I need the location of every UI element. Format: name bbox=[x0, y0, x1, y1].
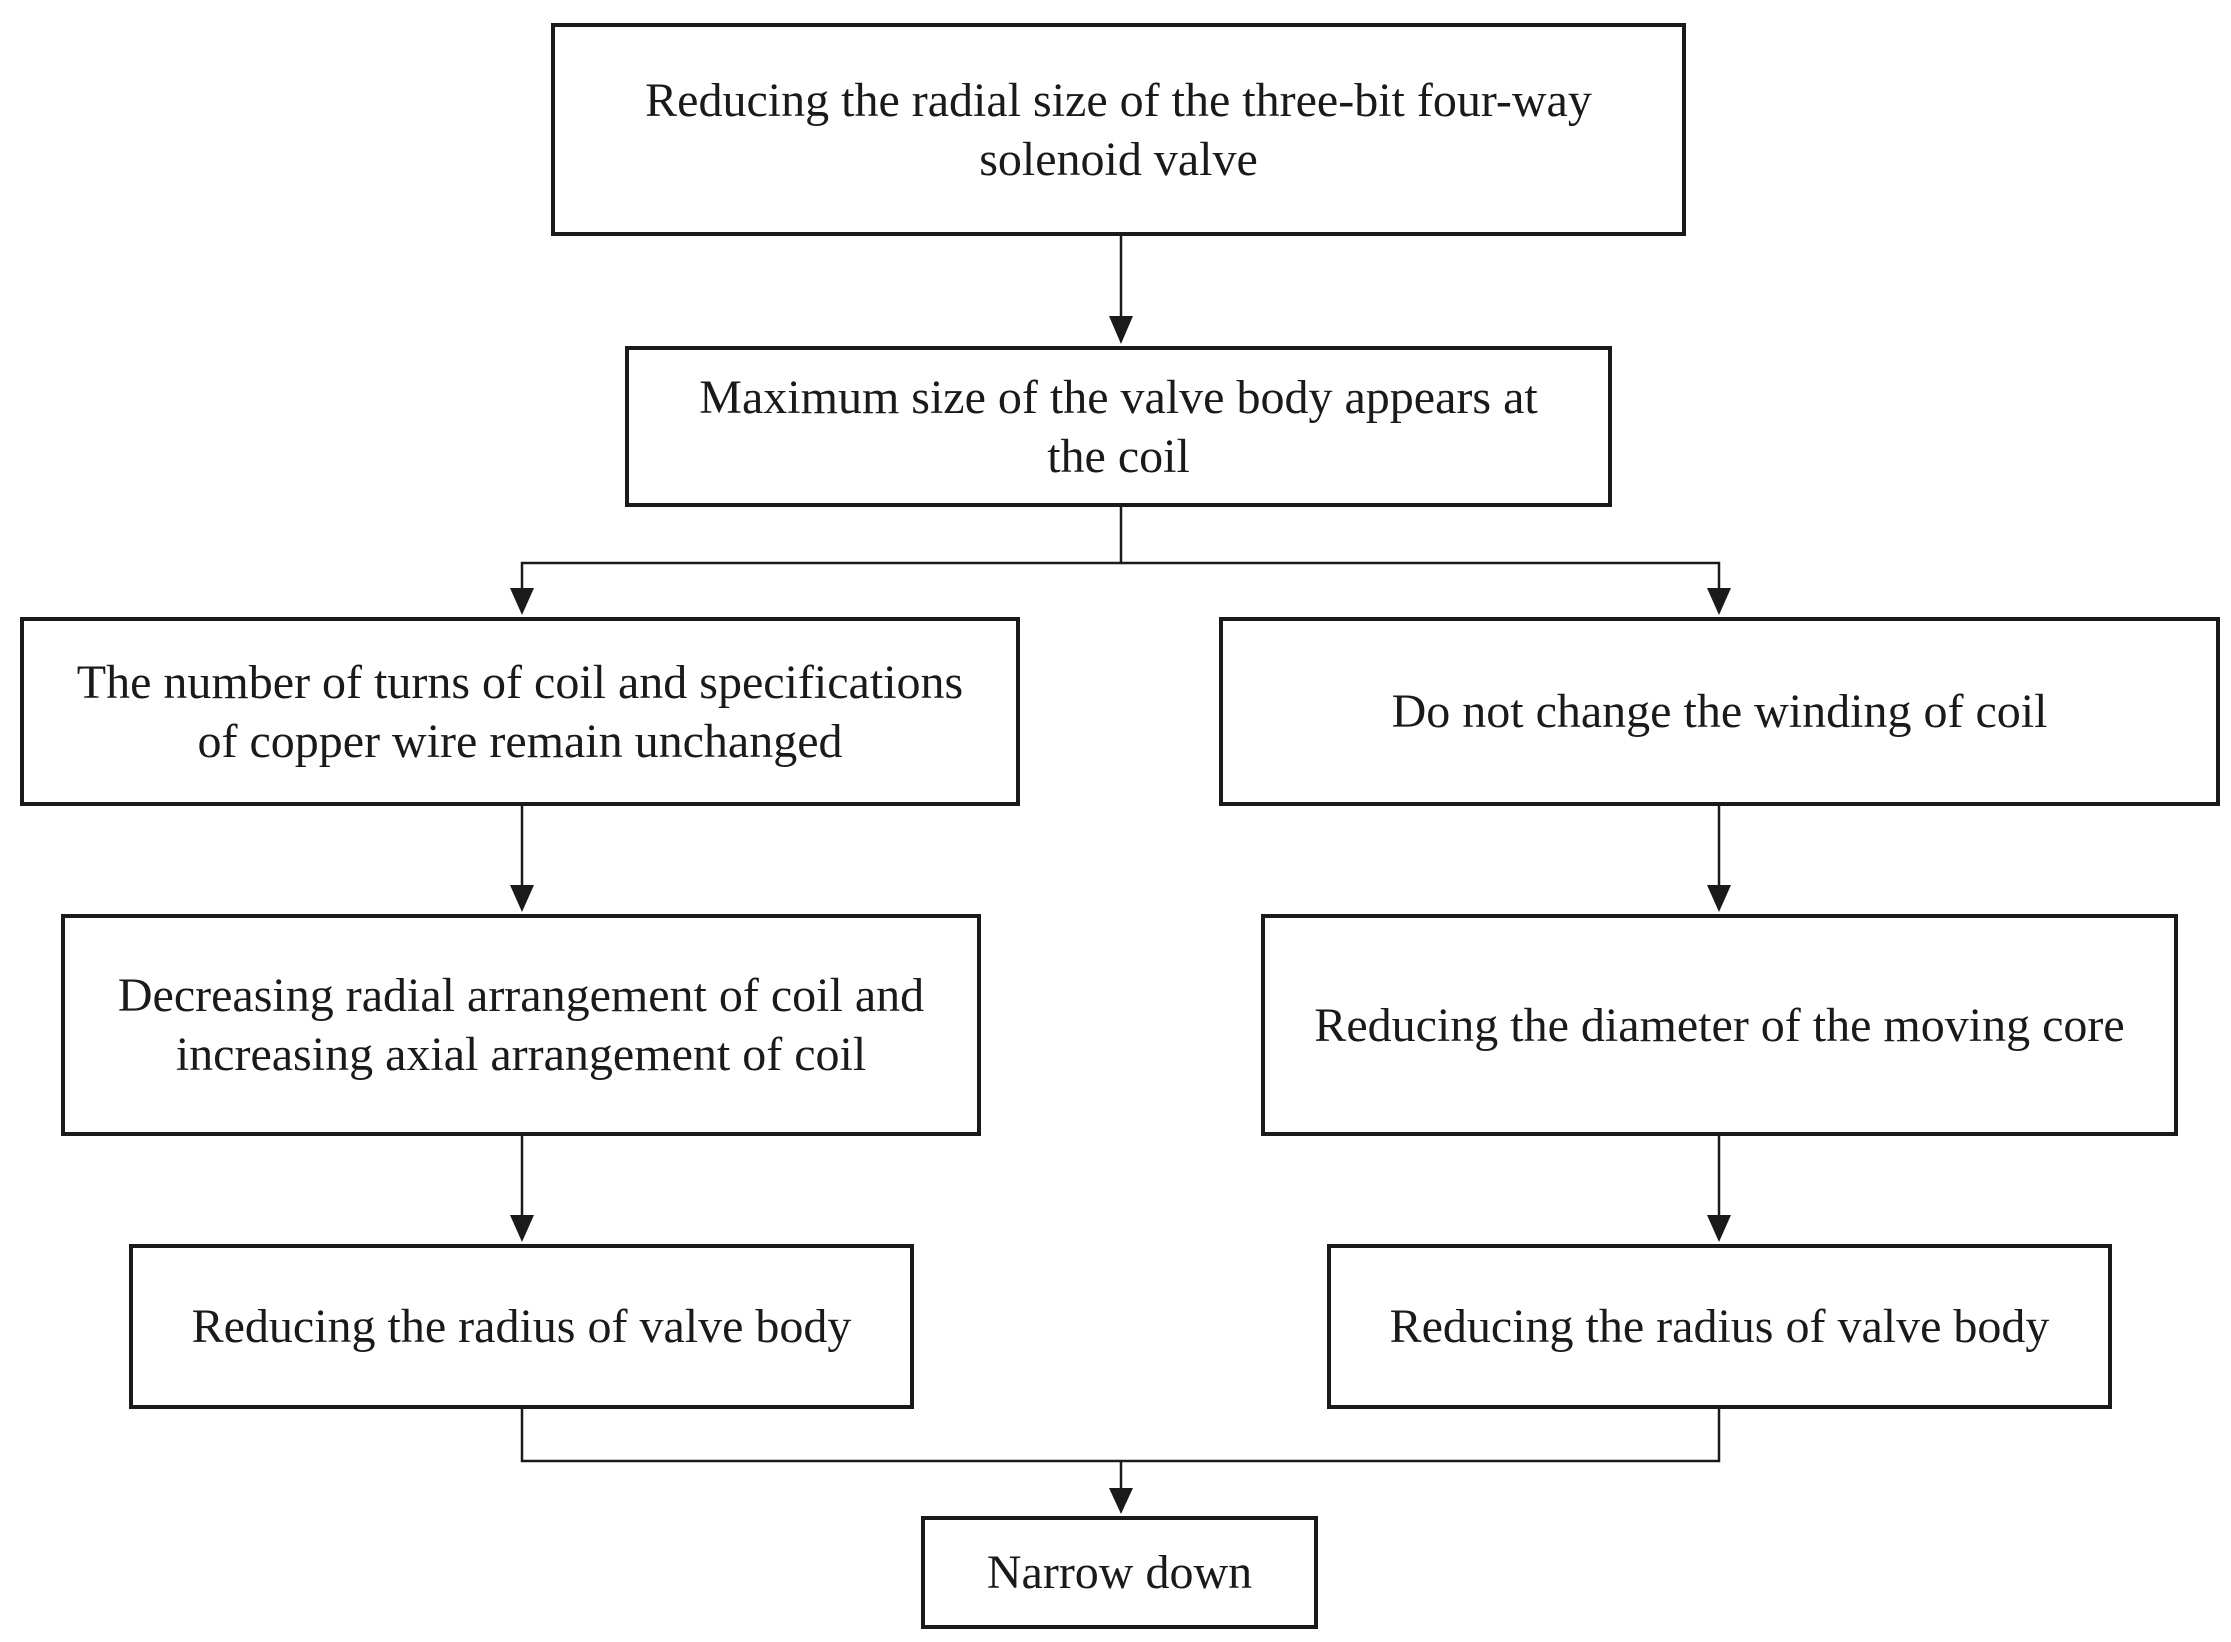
node-reduce-radius-left: Reducing the radius of valve body bbox=[129, 1244, 914, 1409]
node-label: Reducing the radius of valve body bbox=[1389, 1300, 2050, 1353]
arrowhead-down bbox=[510, 588, 534, 615]
node-reduce-radial-size: Reducing the radial size of the three-bi… bbox=[551, 23, 1686, 236]
arrowhead-down bbox=[510, 885, 534, 912]
arrowhead-down bbox=[1707, 588, 1731, 615]
node-label: Reducing the radial size of the three-bi… bbox=[645, 73, 1592, 186]
node-label: The number of turns of coil and specific… bbox=[76, 655, 964, 768]
node-narrow-down: Narrow down bbox=[921, 1516, 1318, 1629]
node-reduce-radius-right: Reducing the radius of valve body bbox=[1327, 1244, 2112, 1409]
arrowhead-down bbox=[1707, 1215, 1731, 1242]
node-label: Reducing the diameter of the moving core bbox=[1314, 998, 2125, 1052]
node-moving-core-diameter: Reducing the diameter of the moving core bbox=[1261, 914, 2178, 1136]
node-label: Decreasing radial arrangement of coil an… bbox=[117, 969, 925, 1081]
node-winding-unchanged: Do not change the winding of coil bbox=[1219, 617, 2220, 806]
node-label: Do not change the winding of coil bbox=[1391, 685, 2048, 738]
edge-max-split-right bbox=[1121, 561, 1721, 590]
node-label: Narrow down bbox=[986, 1546, 1253, 1599]
arrowhead-down bbox=[1707, 885, 1731, 912]
node-max-size-at-coil: Maximum size of the valve body appears a… bbox=[625, 346, 1612, 507]
node-turns-unchanged: The number of turns of coil and specific… bbox=[20, 617, 1020, 806]
node-label: Maximum size of the valve body appears a… bbox=[699, 370, 1538, 483]
node-label: Reducing the radius of valve body bbox=[191, 1300, 852, 1353]
arrowhead-down bbox=[1109, 1488, 1133, 1514]
edge-merge bbox=[520, 1409, 1721, 1463]
edge-max-split bbox=[520, 507, 1123, 590]
arrowhead-down bbox=[510, 1215, 534, 1242]
node-coil-arrangement: Decreasing radial arrangement of coil an… bbox=[61, 914, 981, 1136]
arrowhead-down bbox=[1109, 316, 1133, 344]
